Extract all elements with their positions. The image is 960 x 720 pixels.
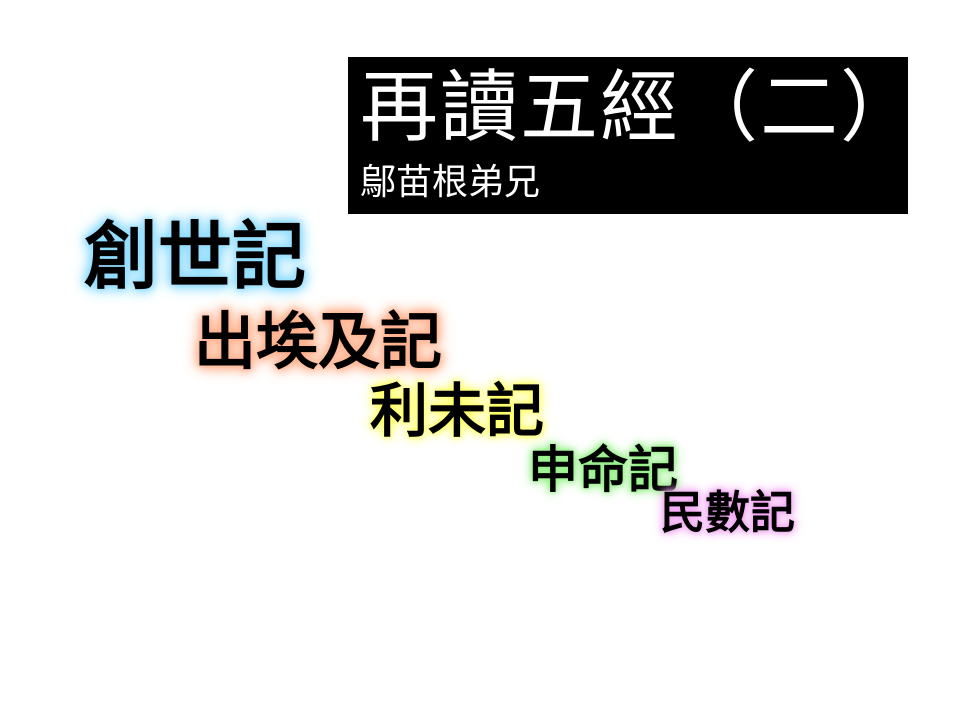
- book-genesis: 創世記: [84, 214, 306, 300]
- book-numbers: 民數記: [660, 486, 796, 539]
- slide-subtitle: 鄔苗根弟兄: [360, 162, 541, 203]
- book-exodus: 出埃及記: [194, 305, 443, 378]
- book-leviticus: 利未記: [370, 377, 545, 445]
- book-deuteronomy: 申命記: [528, 441, 678, 499]
- title-box: 再讀五經（二） 鄔苗根弟兄: [348, 57, 918, 214]
- slide-title: 再讀五經（二）: [360, 63, 921, 153]
